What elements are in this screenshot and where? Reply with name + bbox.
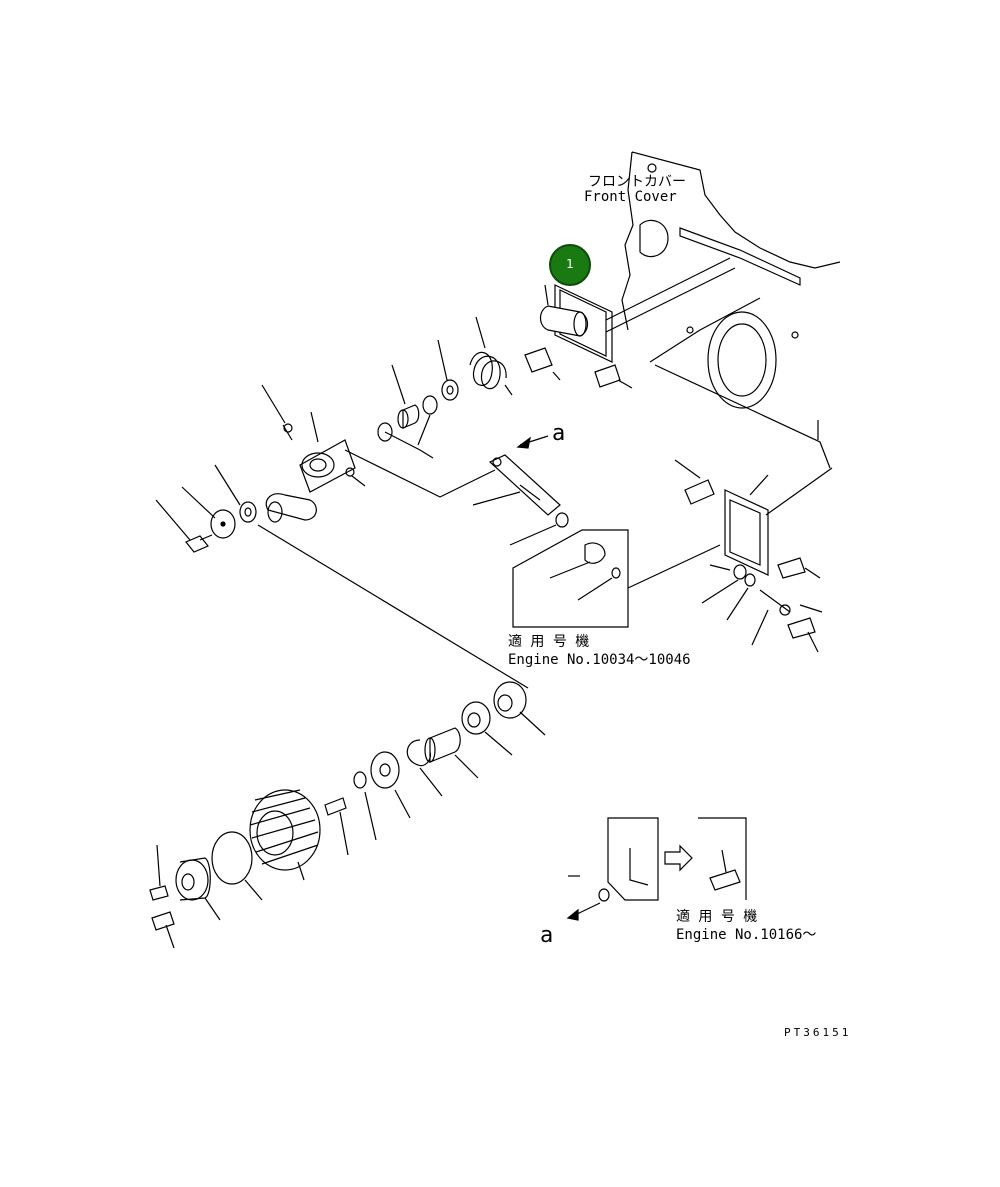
- spring: [469, 316, 513, 396]
- inset-box-upper: [512, 529, 721, 628]
- right-bracket: [674, 459, 833, 653]
- engine-range-upper: Engine No.10034～10046: [508, 652, 691, 668]
- figure-code: PT36151: [784, 1026, 852, 1039]
- washers-bushings: [377, 339, 459, 459]
- callout-number: 1: [566, 257, 574, 271]
- shaft-with-flange: [524, 257, 736, 389]
- front-cover-label-jp: フロントカバー: [588, 174, 686, 190]
- front-cover-label-en: Front Cover: [584, 189, 677, 205]
- adjuster-arm: [472, 435, 569, 546]
- applicable-label-upper: 適 用 号 機: [508, 634, 590, 650]
- front-cover-outline: [621, 151, 841, 469]
- small-parts-left: [155, 464, 257, 553]
- engine-range-lower: Engine No.10166～: [676, 927, 817, 943]
- arrow-a-label-lower: a: [540, 923, 554, 948]
- inset-box-lower: [566, 817, 747, 921]
- callout-marker-1[interactable]: 1: [549, 244, 591, 286]
- pulley-assembly: [149, 681, 546, 949]
- bracket-assembly: [261, 384, 496, 523]
- arrow-a-label-upper: a: [552, 421, 566, 446]
- applicable-label-lower: 適 用 号 機: [676, 909, 758, 925]
- connector-line: [257, 524, 529, 689]
